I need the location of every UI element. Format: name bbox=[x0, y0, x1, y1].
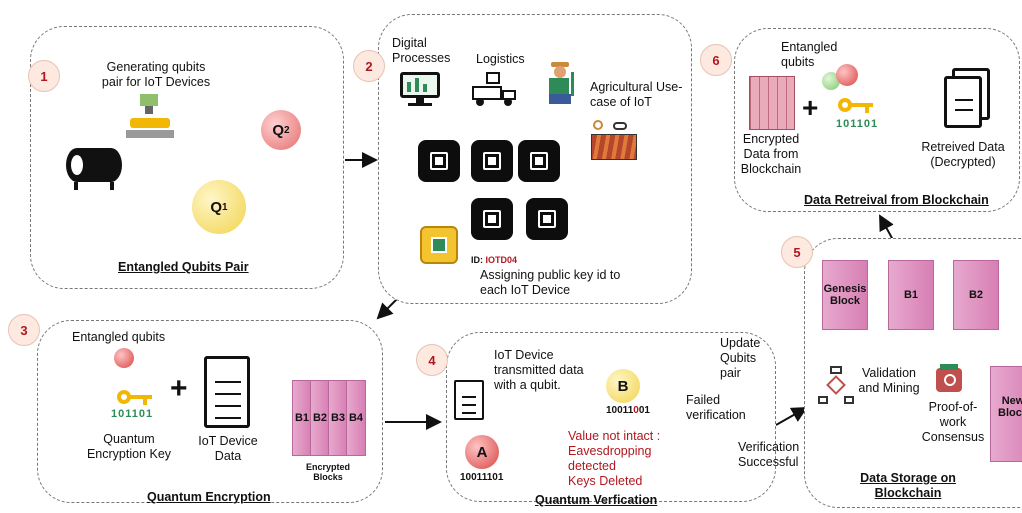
encrypted-block-4: B4 bbox=[346, 380, 366, 456]
iot-chip-2 bbox=[471, 140, 513, 182]
qubit-dot-red bbox=[836, 64, 858, 86]
iot-chip-4 bbox=[471, 198, 513, 240]
iot-chip-3 bbox=[518, 140, 560, 182]
retrieval-key-icon: 101101 bbox=[836, 94, 878, 136]
encrypted-block-2: B2 bbox=[310, 380, 330, 456]
value-not-intact-label: Value not intact : bbox=[568, 429, 661, 443]
truck-icon bbox=[472, 72, 518, 106]
genesis-block: Genesis Block bbox=[822, 260, 868, 330]
quantum-key-label: Quantum Encryption Key bbox=[86, 432, 172, 461]
farmer-icon bbox=[543, 62, 577, 108]
verification-successful-label: Verification Successful bbox=[738, 440, 800, 469]
plus-sign-6: + bbox=[802, 92, 819, 123]
qubit-b-bits: 10011001 bbox=[606, 405, 650, 416]
retrieved-documents-icon bbox=[944, 68, 994, 130]
panel3-title: Quantum Encryption bbox=[147, 490, 271, 504]
panel-quantum-verification bbox=[446, 332, 776, 502]
arrow-5-to-6 bbox=[879, 214, 894, 241]
validation-mining-label: Validation and Mining bbox=[858, 366, 920, 395]
step-number-4: 4 bbox=[416, 344, 448, 376]
logistics-label: Logistics bbox=[476, 52, 525, 66]
barrel-icon bbox=[66, 148, 122, 190]
iot-chip-1 bbox=[418, 140, 460, 182]
device-id: ID: IOTD04 bbox=[471, 255, 518, 265]
qubit-generation-caption: Generating qubits pair for IoT Devices bbox=[101, 60, 211, 89]
encrypted-data-blocks bbox=[749, 76, 795, 130]
qubit-a: A bbox=[465, 435, 499, 469]
assigned-chip-icon bbox=[420, 226, 458, 264]
qubit-b: B bbox=[606, 369, 640, 403]
block-b2: B2 bbox=[953, 260, 999, 330]
iot-data-label: IoT Device Data bbox=[198, 434, 258, 463]
retrieved-data-label: Retreived Data (Decrypted) bbox=[921, 140, 1005, 169]
step-number-2: 2 bbox=[353, 50, 385, 82]
qubit-a-bits: 10011101 bbox=[460, 472, 504, 483]
failed-verification-label: Failed verification bbox=[686, 393, 746, 422]
qubit-dot-green bbox=[822, 72, 840, 90]
agricultural-label: Agricultural Use-case of IoT bbox=[590, 80, 683, 109]
quantum-key-icon: 101101 bbox=[111, 384, 155, 424]
arrow-4-to-5 bbox=[775, 407, 808, 426]
consensus-icon bbox=[936, 364, 966, 394]
encrypted-block-1: B1 bbox=[292, 380, 312, 456]
entangled-qubits-label-6: Entangled qubits bbox=[781, 40, 838, 69]
digital-processes-label: Digital Processes bbox=[392, 36, 451, 65]
document-icon bbox=[204, 356, 250, 428]
panel6-title: Data Retreival from Blockchain bbox=[804, 193, 989, 207]
flowchart-icon bbox=[818, 366, 854, 406]
block-b1: B1 bbox=[888, 260, 934, 330]
transmit-document-icon bbox=[454, 380, 484, 420]
proof-of-work-label: Proof-of-work Consensus bbox=[921, 400, 985, 444]
panel1-title: Entangled Qubits Pair bbox=[118, 260, 249, 274]
iot-chip-5 bbox=[526, 198, 568, 240]
panel4-title: Quantum Verfication bbox=[535, 493, 658, 507]
update-qubits-label: Update Qubits pair bbox=[720, 336, 761, 380]
transmitted-label: IoT Device transmitted data with a qubit… bbox=[494, 348, 584, 392]
step-number-6: 6 bbox=[700, 44, 732, 76]
qubit-generator-icon bbox=[126, 94, 174, 140]
qubit-dot bbox=[114, 348, 134, 368]
new-block: New Block bbox=[990, 366, 1022, 462]
plus-sign: + bbox=[170, 372, 188, 405]
step-number-5: 5 bbox=[781, 236, 813, 268]
keys-deleted-label: Keys Deleted bbox=[568, 474, 643, 488]
step-number-1: 1 bbox=[28, 60, 60, 92]
entangled-qubits-label: Entangled qubits bbox=[72, 330, 166, 344]
encrypted-block-3: B3 bbox=[328, 380, 348, 456]
eavesdropping-label: Eavesdropping detected bbox=[568, 444, 652, 473]
step-number-3: 3 bbox=[8, 314, 40, 346]
panel5-title: Data Storage on Blockchain bbox=[860, 471, 956, 500]
encrypted-data-label: Encrypted Data from Blockchain bbox=[740, 132, 802, 176]
farm-field-icon bbox=[591, 120, 637, 160]
monitor-icon bbox=[400, 72, 440, 106]
encrypted-blocks-label: Encrypted Blocks bbox=[305, 462, 350, 482]
arrow-2-to-3 bbox=[376, 297, 399, 320]
assign-key-label: Assigning public key id to each IoT Devi… bbox=[480, 268, 621, 297]
